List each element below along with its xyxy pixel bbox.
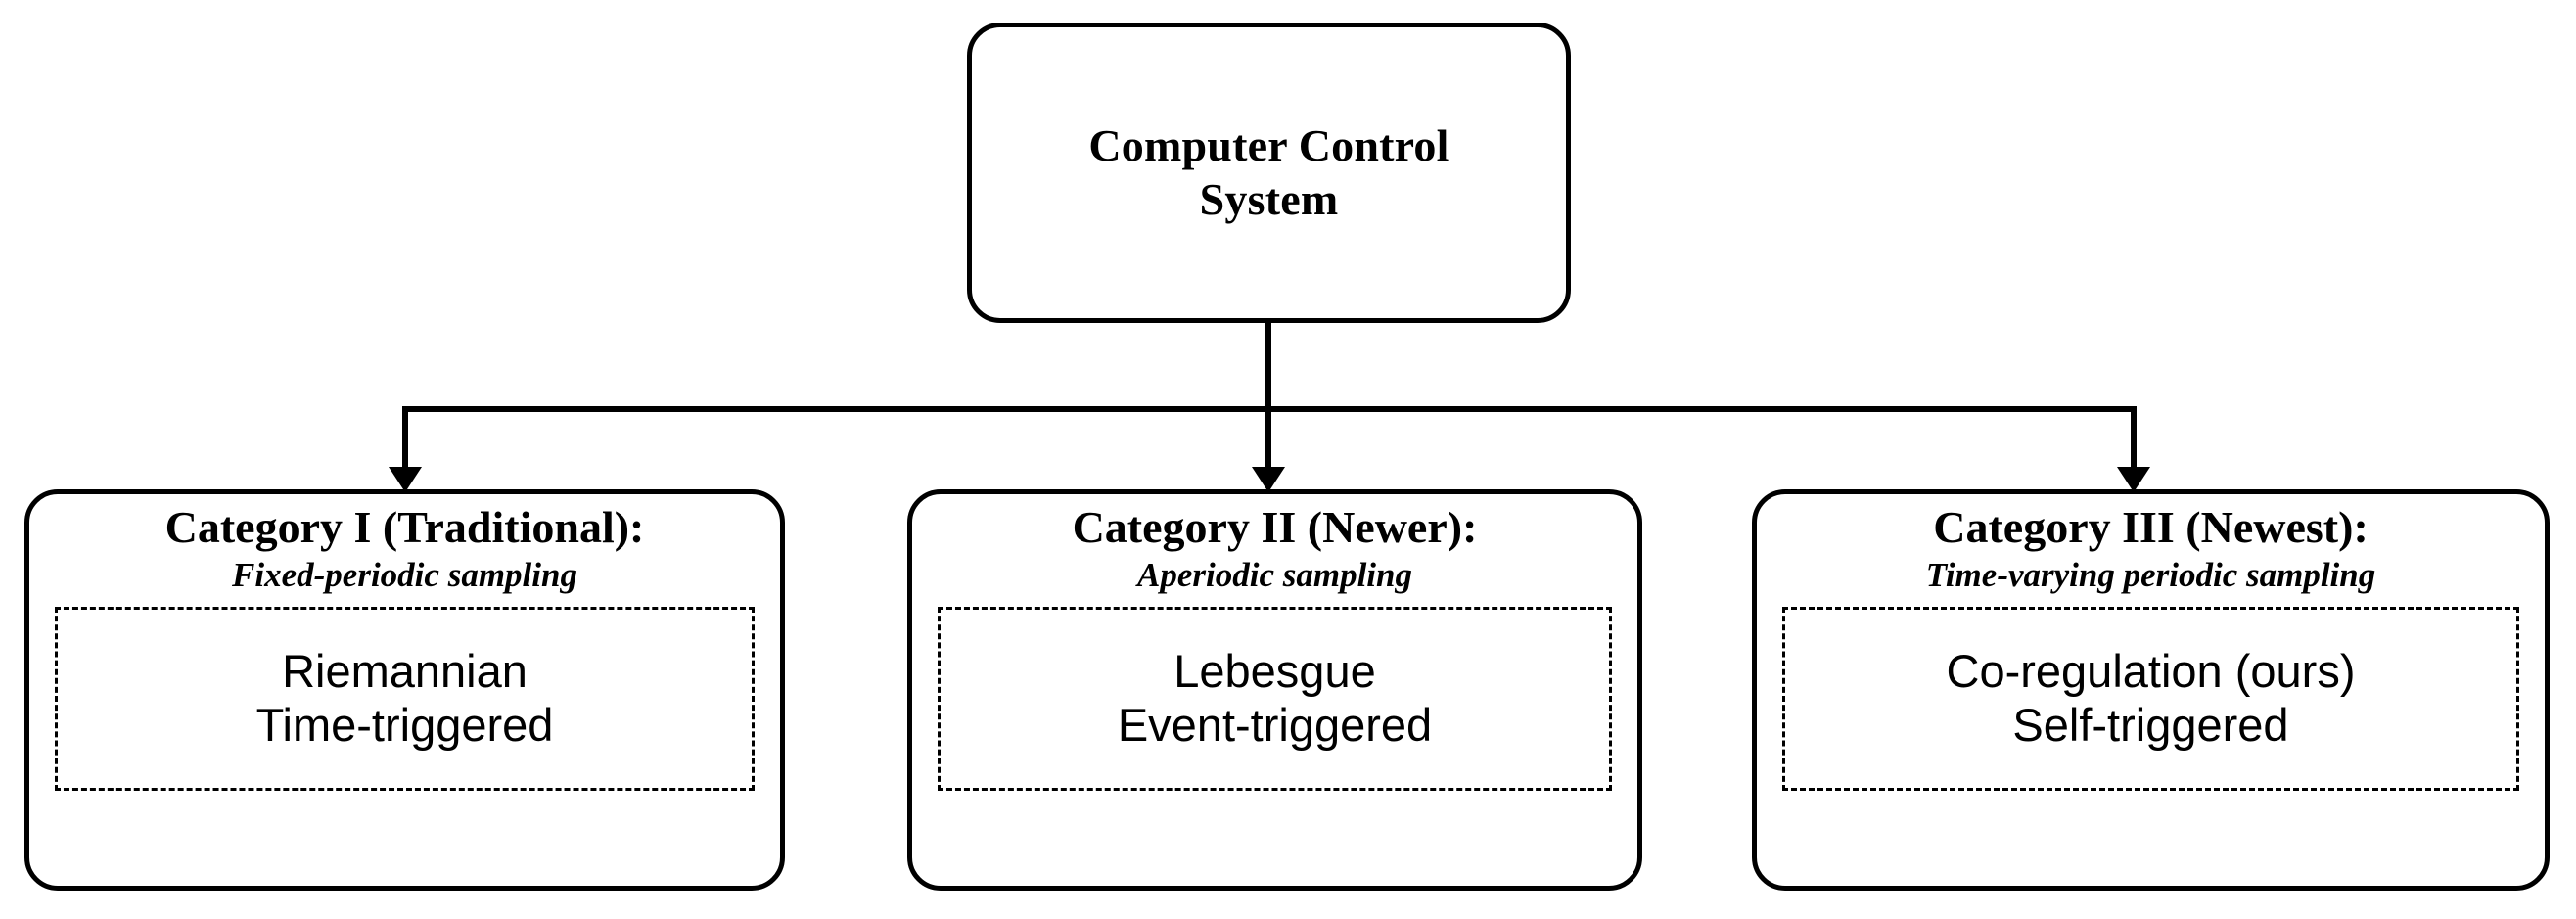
connector-drop-category-2 [1265,406,1271,471]
category-1-items-box: Riemannian Time-triggered [55,606,755,791]
category-3-item-2: Self-triggered [2012,698,2289,751]
category-3-title: Category III (Newest): [1933,502,2369,552]
category-2-subtitle: Aperiodic sampling [1137,555,1412,594]
category-3-items-box: Co-regulation (ours) Self-triggered [1782,606,2519,791]
root-node-title: Computer Control System [1088,120,1449,224]
category-node-1: Category I (Traditional): Fixed-periodic… [24,489,785,891]
category-3-item-1: Co-regulation (ours) [1946,645,2356,698]
category-1-title: Category I (Traditional): [164,502,645,552]
category-1-subtitle: Fixed-periodic sampling [232,555,577,594]
category-3-subtitle: Time-varying periodic sampling [1925,555,2376,594]
arrowhead-icon-category-3 [2117,467,2150,492]
category-1-item-2: Time-triggered [255,698,554,751]
arrowhead-icon-category-2 [1252,467,1285,492]
category-node-2: Category II (Newer): Aperiodic sampling … [907,489,1642,891]
root-node-computer-control-system: Computer Control System [967,23,1571,323]
category-2-item-1: Lebesgue [1173,645,1376,698]
category-2-items-box: Lebesgue Event-triggered [938,606,1612,791]
category-1-item-1: Riemannian [282,645,528,698]
category-node-3: Category III (Newest): Time-varying peri… [1752,489,2550,891]
connector-root-stem [1265,323,1271,409]
category-2-title: Category II (Newer): [1072,502,1478,552]
arrowhead-icon-category-1 [389,467,422,492]
connector-drop-category-3 [2131,406,2137,471]
category-2-item-2: Event-triggered [1117,698,1433,751]
connector-drop-category-1 [402,406,408,471]
